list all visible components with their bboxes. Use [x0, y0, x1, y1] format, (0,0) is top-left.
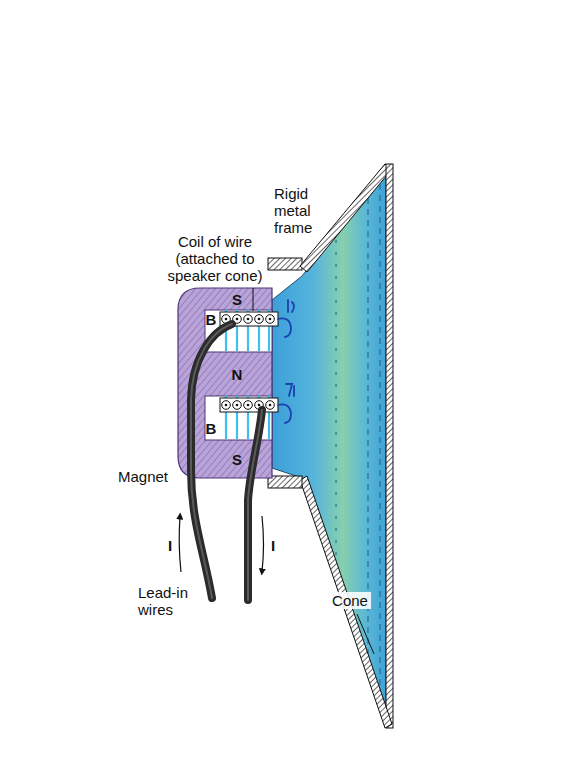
cone-shading — [336, 184, 380, 700]
speaker-cone — [272, 172, 386, 722]
part-label: Magnet — [118, 468, 168, 485]
leader-line — [253, 288, 254, 311]
current-label: I — [271, 537, 275, 554]
pole-label: S — [232, 291, 242, 308]
field-label: B — [206, 420, 217, 437]
current-label: I — [168, 537, 172, 554]
force-marks — [278, 300, 294, 423]
current-arrow — [179, 516, 263, 572]
part-label: Coil of wire (attached to speaker cone) — [158, 233, 272, 284]
part-label: Cone — [329, 592, 371, 609]
part-label: Lead-in wires — [138, 584, 200, 618]
part-label: Rigid metal frame — [274, 185, 326, 236]
metal-frame — [268, 164, 393, 728]
leader-line — [357, 614, 374, 654]
lead-in-wire — [191, 324, 262, 600]
pole-label: S — [232, 451, 242, 468]
field-label: B — [206, 311, 217, 328]
pole-label: N — [232, 366, 243, 383]
